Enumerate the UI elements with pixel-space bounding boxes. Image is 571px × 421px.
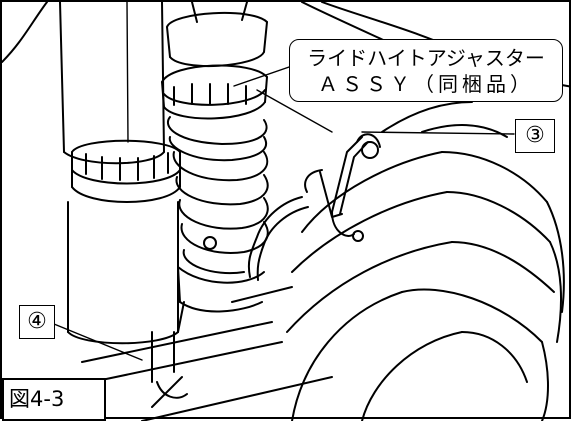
part-tag-4: ④ — [19, 305, 55, 339]
callout-line-2: ＡＳＳＹ（同梱品） — [318, 72, 534, 96]
wheel-arcs — [286, 101, 565, 421]
figure-label: 図4-3 — [2, 378, 106, 421]
lower-arm — [81, 286, 333, 421]
coil-spring — [167, 116, 269, 274]
brake-hose — [247, 196, 309, 281]
ride-height-adjuster-callout: ライドハイトアジャスター ＡＳＳＹ（同梱品） — [289, 39, 563, 102]
callout-line-1: ライドハイトアジャスター — [307, 46, 545, 70]
top-mount — [166, 2, 268, 67]
lock-ring — [71, 139, 181, 203]
part-tag-3: ③ — [515, 119, 555, 153]
leader-lines — [53, 65, 515, 361]
ride-height-adjuster-rod — [304, 133, 381, 242]
adjuster-collars — [161, 64, 268, 120]
